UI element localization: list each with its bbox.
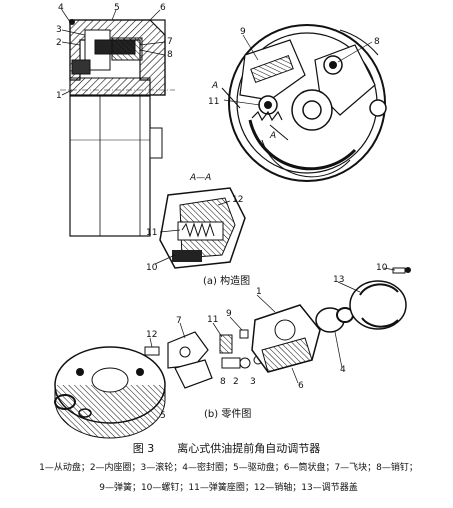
label-2: 2 [56,38,62,48]
label-1: 1 [56,91,62,101]
label-13: 13 [333,275,344,285]
exploded-parts-view [54,267,411,439]
label-9b: 9 [226,309,232,319]
label-4: 4 [58,3,64,13]
side-section-view [60,19,175,237]
label-10: 10 [146,263,158,273]
legend-line-1: 1—从动盘；2—内座圈；3—滚轮；4—密封圈；5—驱动盘；6—筒状盘；7—飞块；… [39,463,418,473]
figure-caption: 图 3 离心式供油提前角自动调节器 [0,440,453,456]
label-3b: 3 [250,377,256,387]
caption-title: 离心式供油提前角自动调节器 [177,442,321,455]
label-7b: 7 [176,316,182,326]
label-8b: 8 [374,37,380,47]
part-labels: 4 5 6 3 2 7 8 1 9 8 A 11 A A—A 12 11 10 … [56,3,388,421]
label-11b: 11 [146,228,157,238]
label-6b: 6 [298,381,304,391]
label-5: 5 [114,3,120,13]
subcaption-a: (a) 构造图 [203,276,251,287]
label-9: 9 [240,27,246,37]
section-aa-view [159,187,246,269]
label-5b: 5 [160,411,166,421]
label-4b: 4 [340,365,346,375]
label-a2: A [269,131,276,141]
label-1b: 1 [256,287,262,297]
label-8c: 8 [220,377,226,387]
label-8: 8 [167,50,173,60]
subcaption-b: (b) 零件图 [204,409,252,420]
legend-line-2: 9—弹簧；10—螺钉；11—弹簧座圈；12—销轴；13—调节器盖 [99,483,358,493]
label-2b: 2 [233,377,239,387]
label-11: 11 [208,97,219,107]
leader-lines [61,9,396,384]
label-12: 12 [232,195,243,205]
label-11c: 11 [207,315,218,325]
caption-number: 图 3 [132,442,155,455]
label-10b: 10 [376,263,388,273]
label-section-aa: A—A [189,173,211,183]
label-3: 3 [56,25,62,35]
label-12b: 12 [146,330,157,340]
label-a1: A [211,81,218,91]
front-view [221,24,387,182]
label-7: 7 [167,37,173,47]
label-6: 6 [160,3,166,13]
